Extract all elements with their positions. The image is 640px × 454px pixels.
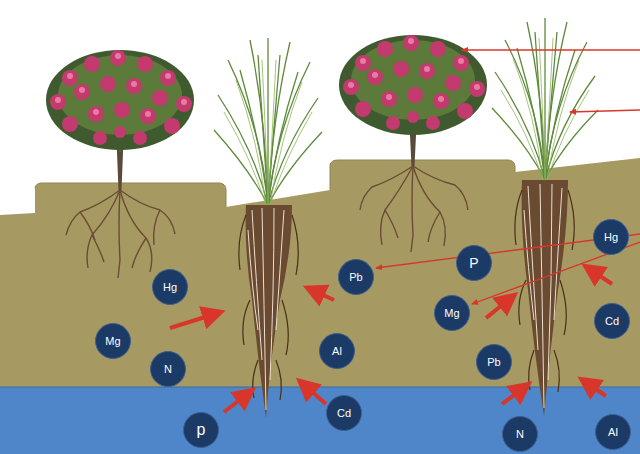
element-circle: Hg [593, 219, 629, 255]
element-circle: Cd [326, 395, 362, 431]
element-symbol: Al [332, 346, 342, 357]
element-circle: N [150, 351, 186, 387]
element-circle: Pb [338, 259, 374, 295]
element-symbol: p [197, 422, 206, 438]
element-symbol: N [516, 429, 524, 440]
element-symbol: N [164, 364, 172, 375]
element-symbol: Mg [444, 308, 459, 319]
element-symbol: Al [608, 427, 618, 438]
soil [0, 158, 640, 454]
element-symbol: Pb [349, 272, 362, 283]
uptake-arrow [170, 268, 612, 412]
element-symbol: Pb [487, 357, 500, 368]
element-symbol: Mg [105, 336, 120, 347]
element-symbol: Hg [604, 232, 618, 243]
flowering-shrub [339, 35, 487, 252]
element-circle: Hg [152, 269, 188, 305]
element-symbol: Cd [337, 408, 351, 419]
element-circle: Pb [476, 344, 512, 380]
element-symbol: P [469, 256, 478, 270]
element-circle: Al [319, 333, 355, 369]
leader-line [376, 50, 640, 304]
element-circle: Al [595, 414, 631, 450]
element-symbol: Hg [163, 282, 177, 293]
element-symbol: Cd [605, 316, 619, 327]
flowering-shrub [46, 50, 194, 278]
element-circle: P [456, 245, 492, 281]
grass-plant [214, 38, 322, 418]
element-circle: p [183, 412, 219, 448]
element-circle: N [502, 416, 538, 452]
element-circle: Mg [434, 295, 470, 331]
element-circle: Mg [95, 323, 131, 359]
element-circle: Cd [594, 303, 630, 339]
